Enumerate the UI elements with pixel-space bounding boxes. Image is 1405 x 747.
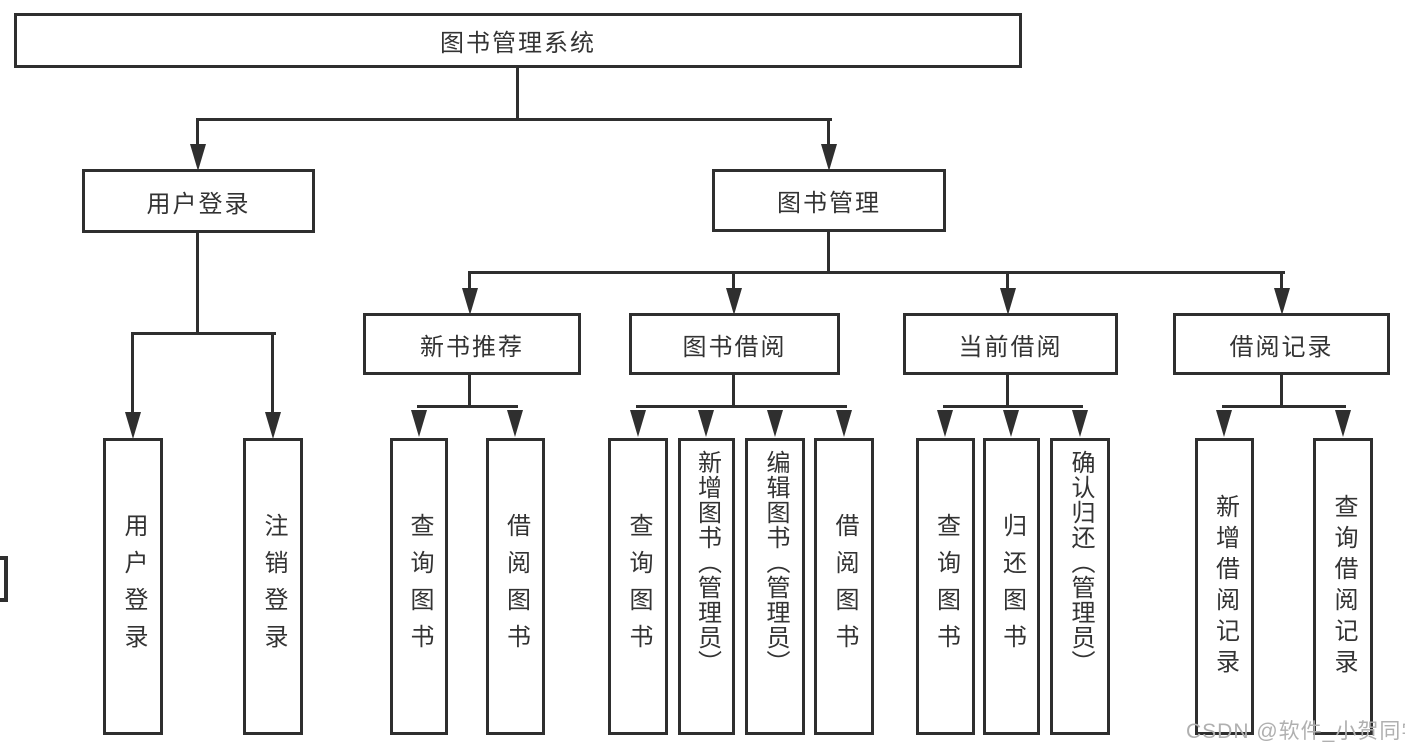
- connector-line: [1222, 405, 1346, 408]
- arrow-down-icon: [1072, 410, 1088, 437]
- node-book-management: 图书管理: [712, 169, 946, 232]
- connector-line: [827, 232, 830, 274]
- connector-line: [131, 332, 276, 335]
- arrow-down-icon: [507, 410, 523, 437]
- arrow-down-icon: [190, 144, 206, 171]
- leaf-borrow-books: 借阅图书: [486, 438, 545, 735]
- arrow-down-icon: [821, 144, 837, 171]
- connector-line: [196, 120, 199, 146]
- leaf-query-books: 查询图书: [608, 438, 668, 735]
- leaf-query-borrow-record: 查询借阅记录: [1313, 438, 1373, 735]
- connector-line: [196, 118, 832, 121]
- arrow-down-icon: [1216, 410, 1232, 437]
- connector-line: [468, 273, 471, 290]
- connector-line: [636, 405, 847, 408]
- connector-line: [732, 375, 735, 408]
- leaf-user-login: 用户登录: [103, 438, 163, 735]
- arrow-down-icon: [125, 412, 141, 439]
- connector-line: [827, 120, 830, 146]
- connector-line: [271, 334, 274, 414]
- connector-line: [1006, 273, 1009, 290]
- arrow-down-icon: [836, 410, 852, 437]
- arrow-down-icon: [937, 410, 953, 437]
- arrow-down-icon: [630, 410, 646, 437]
- arrow-down-icon: [265, 412, 281, 439]
- leaf-confirm-return-admin: 确认归还（管理员）: [1050, 438, 1110, 735]
- leaf-add-borrow-record: 新增借阅记录: [1195, 438, 1254, 735]
- leaf-query-books: 查询图书: [390, 438, 448, 735]
- node-book-borrowing: 图书借阅: [629, 313, 840, 375]
- node-user-login: 用户登录: [82, 169, 315, 233]
- arrow-down-icon: [698, 410, 714, 437]
- arrow-down-icon: [726, 288, 742, 315]
- arrow-down-icon: [767, 410, 783, 437]
- arrow-down-icon: [1274, 288, 1290, 315]
- connector-line: [468, 375, 471, 408]
- connector-line: [1280, 273, 1283, 290]
- arrow-down-icon: [1003, 410, 1019, 437]
- leaf-logout: 注销登录: [243, 438, 303, 735]
- connector-line: [732, 273, 735, 290]
- node-borrowing-records: 借阅记录: [1173, 313, 1390, 375]
- node-current-borrowing: 当前借阅: [903, 313, 1118, 375]
- arrow-down-icon: [462, 288, 478, 315]
- connector-line: [196, 233, 199, 335]
- leaf-return-books: 归还图书: [983, 438, 1040, 735]
- connector-line: [468, 271, 1285, 274]
- connector-line: [1006, 375, 1009, 408]
- leaf-edit-books-admin: 编辑图书（管理员）: [745, 438, 805, 735]
- connector-line: [943, 405, 1083, 408]
- node-new-book-recommendation: 新书推荐: [363, 313, 581, 375]
- watermark: CSDN @软件_小贺同学: [1186, 720, 1405, 743]
- connector-line: [131, 334, 134, 414]
- leaf-query-books: 查询图书: [916, 438, 975, 735]
- arrow-down-icon: [1335, 410, 1351, 437]
- arrow-down-icon: [1000, 288, 1016, 315]
- connector-line: [417, 405, 518, 408]
- arrow-down-icon: [411, 410, 427, 437]
- connector-line: [516, 68, 519, 121]
- leaf-borrow-books: 借阅图书: [814, 438, 874, 735]
- leaf-add-books-admin: 新增图书（管理员）: [678, 438, 735, 735]
- node-library-system: 图书管理系统: [14, 13, 1022, 68]
- edge-artifact: [0, 556, 8, 602]
- connector-line: [1280, 375, 1283, 408]
